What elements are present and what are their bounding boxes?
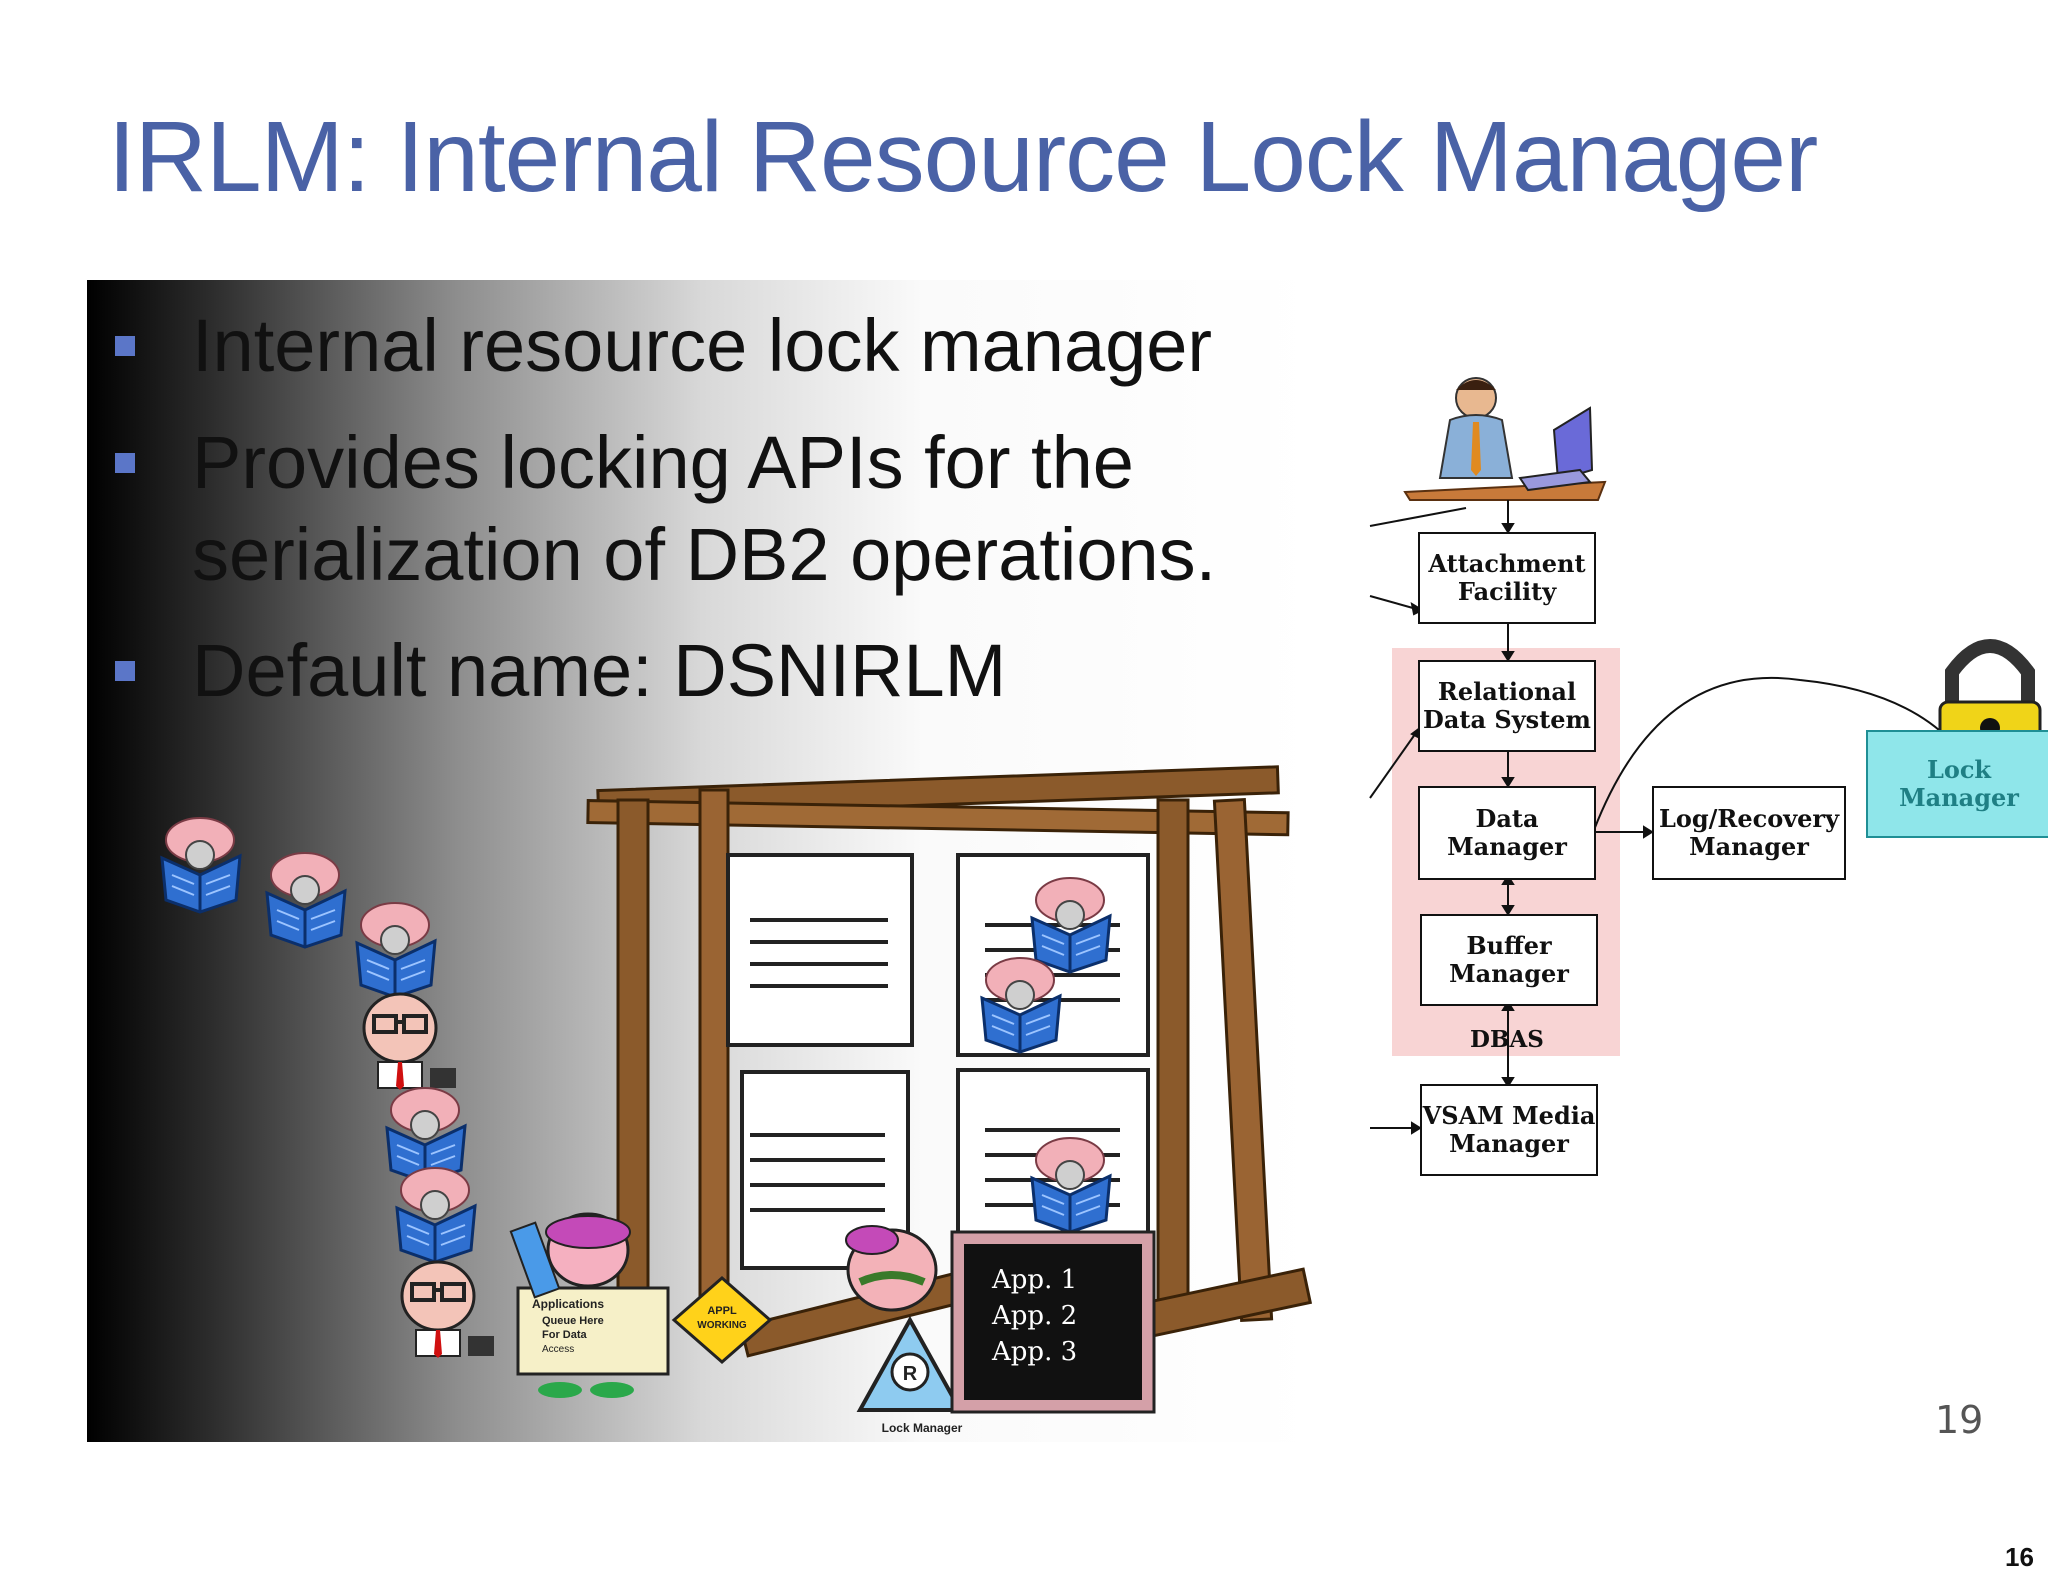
- content-panel: Internal resource lock manager Provides …: [87, 280, 1317, 1442]
- lock-manager-line-1: Lock: [1926, 755, 1992, 784]
- bullet-square-icon: [115, 661, 135, 681]
- vsam-line-1: VSAM Media: [1422, 1101, 1596, 1130]
- lock-manager-line-2: Manager: [1899, 783, 2019, 812]
- bullet-1: Internal resource lock manager: [115, 300, 1212, 392]
- bullet-2-line-1: Provides locking APIs for the: [192, 421, 1134, 504]
- page-number: 16: [2005, 1542, 2034, 1572]
- data-manager-line-2: Manager: [1447, 832, 1567, 861]
- user-at-computer-icon: [1403, 377, 1607, 501]
- bullet-2: Provides locking APIs for the serializat…: [115, 417, 1216, 601]
- vsam-line-2: Manager: [1449, 1129, 1569, 1158]
- bullet-2-line-2: serialization of DB2 operations.: [192, 513, 1217, 596]
- buffer-line-2: Manager: [1449, 959, 1569, 988]
- bullet-square-icon: [115, 336, 135, 356]
- embedded-slide-number: 19: [1935, 1398, 1984, 1442]
- bullet-1-text: Internal resource lock manager: [192, 304, 1213, 387]
- bullet-square-icon: [115, 453, 135, 473]
- relational-line-2: Data System: [1423, 705, 1591, 734]
- dbas-label: DBAS: [1470, 1026, 1544, 1053]
- slide-title: IRLM: Internal Resource Lock Manager: [108, 101, 1818, 213]
- data-manager-line-1: Data: [1475, 804, 1539, 833]
- log-recovery-line-2: Manager: [1689, 832, 1809, 861]
- attachment-line-2: Facility: [1457, 577, 1557, 606]
- relational-line-1: Relational: [1437, 677, 1577, 706]
- bullet-3: Default name: DSNIRLM: [115, 625, 1006, 717]
- attachment-line-1: Attachment: [1428, 549, 1586, 578]
- buffer-line-1: Buffer: [1466, 931, 1552, 960]
- log-recovery-line-1: Log/Recovery: [1658, 804, 1840, 833]
- bullet-3-text: Default name: DSNIRLM: [192, 629, 1007, 712]
